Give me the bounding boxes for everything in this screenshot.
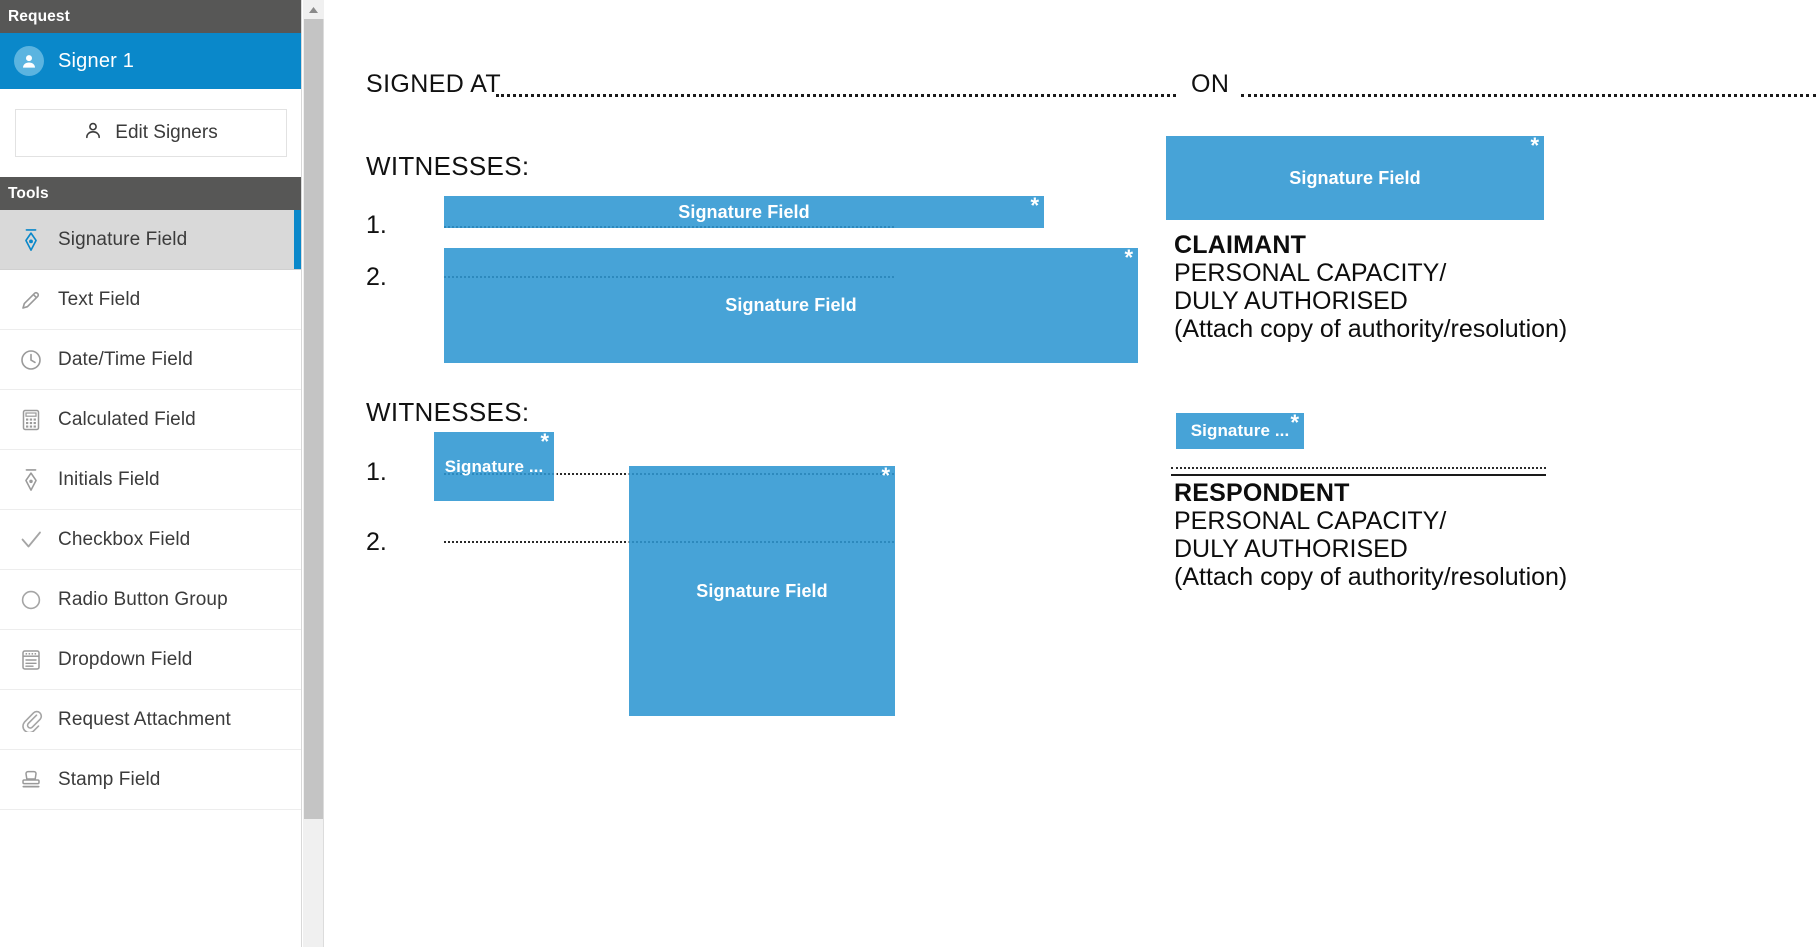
respondent-dotted-line	[1171, 467, 1546, 469]
on-label: ON	[1191, 70, 1230, 98]
tools-list: Signature Field Text Field	[0, 210, 301, 810]
signature-field-respondent[interactable]: Signature ... *	[1176, 413, 1304, 449]
signature-field-claimant[interactable]: Signature Field *	[1166, 136, 1544, 220]
witnesses-heading-2: WITNESSES:	[366, 397, 530, 427]
required-asterisk: *	[540, 432, 549, 454]
dropdown-list-icon	[16, 645, 46, 675]
required-asterisk: *	[1124, 248, 1133, 270]
tool-label: Dropdown Field	[58, 648, 193, 670]
signature-field-witness-2[interactable]: Signature Field *	[444, 248, 1138, 363]
signer-name-label: Signer 1	[58, 49, 135, 72]
clock-icon	[16, 345, 46, 375]
tool-label: Request Attachment	[58, 708, 231, 730]
tool-item-text-field[interactable]: Text Field	[0, 270, 301, 330]
tool-label: Radio Button Group	[58, 588, 228, 610]
signer-item-signer-1[interactable]: Signer 1	[0, 33, 301, 89]
tool-label: Date/Time Field	[58, 348, 193, 370]
witness-number-3: 1.	[366, 458, 387, 486]
witness-number-1: 1.	[366, 211, 387, 239]
calculator-icon	[16, 405, 46, 435]
required-asterisk: *	[881, 466, 890, 488]
signature-field-witness-4[interactable]: Signature Field *	[629, 466, 895, 716]
edit-signers-button[interactable]: Edit Signers	[14, 109, 287, 157]
checkmark-icon	[16, 525, 46, 555]
claimant-title: CLAIMANT	[1174, 231, 1307, 259]
tool-item-dropdown-field[interactable]: Dropdown Field	[0, 630, 301, 690]
witness-number-2: 2.	[366, 263, 387, 291]
user-avatar-icon	[14, 46, 44, 76]
request-header-label: Request	[8, 7, 70, 25]
signature-field-witness-3[interactable]: Signature ... *	[434, 432, 554, 501]
claimant-line-1: PERSONAL CAPACITY/	[1174, 259, 1447, 287]
stamp-icon	[16, 765, 46, 795]
document-viewer[interactable]: SIGNED AT ON WITNESSES: 1. 2. Signature …	[324, 0, 1818, 947]
claimant-line-2: DULY AUTHORISED	[1174, 287, 1408, 315]
signature-field-label: Signature ...	[1190, 421, 1290, 440]
sidebar-scrollbar-thumb[interactable]	[304, 19, 323, 819]
document-page: SIGNED AT ON WITNESSES: 1. 2. Signature …	[336, 18, 1818, 947]
respondent-signature-rule	[1171, 474, 1546, 476]
edit-signers-container: Edit Signers	[0, 89, 301, 177]
pencil-icon	[16, 285, 46, 315]
signature-field-label: Signature Field	[696, 580, 828, 601]
scroll-up-arrow-icon[interactable]	[303, 0, 324, 19]
tool-label: Stamp Field	[58, 768, 161, 790]
required-asterisk: *	[1030, 196, 1039, 218]
required-asterisk: *	[1290, 413, 1299, 435]
tool-label: Text Field	[58, 288, 141, 310]
request-panel-header: Request	[0, 0, 301, 33]
signature-pen-icon	[16, 225, 46, 255]
tool-label: Signature Field	[58, 228, 188, 250]
on-dotted-line	[1241, 94, 1816, 97]
paperclip-icon	[16, 705, 46, 735]
tool-item-radio-button-group[interactable]: Radio Button Group	[0, 570, 301, 630]
signature-field-witness-1[interactable]: Signature Field *	[444, 196, 1044, 228]
witnesses-heading-1: WITNESSES:	[366, 151, 530, 181]
tool-item-checkbox-field[interactable]: Checkbox Field	[0, 510, 301, 570]
required-asterisk: *	[1530, 136, 1539, 158]
edit-signers-label: Edit Signers	[115, 122, 218, 143]
respondent-line-1: PERSONAL CAPACITY/	[1174, 507, 1447, 535]
initials-pen-icon	[16, 465, 46, 495]
signature-field-label: Signature ...	[444, 456, 544, 476]
tool-label: Checkbox Field	[58, 528, 191, 550]
signature-field-label: Signature Field	[678, 201, 810, 222]
signature-field-label: Signature Field	[1289, 167, 1421, 188]
claimant-line-3: (Attach copy of authority/resolution)	[1174, 315, 1568, 343]
tools-panel-header: Tools	[0, 177, 301, 210]
radio-circle-icon	[16, 585, 46, 615]
tool-label: Initials Field	[58, 468, 160, 490]
signed-at-label: SIGNED AT	[366, 70, 502, 98]
respondent-title: RESPONDENT	[1174, 479, 1350, 507]
witness-number-4: 2.	[366, 528, 387, 556]
left-sidebar: Request Signer 1 Edit Signers	[0, 0, 302, 947]
signature-field-label: Signature Field	[725, 295, 857, 315]
tool-label: Calculated Field	[58, 408, 196, 430]
tool-item-signature-field[interactable]: Signature Field	[0, 210, 301, 270]
tool-item-stamp-field[interactable]: Stamp Field	[0, 750, 301, 810]
tool-item-initials-field[interactable]: Initials Field	[0, 450, 301, 510]
tools-header-label: Tools	[8, 184, 49, 202]
respondent-line-3: (Attach copy of authority/resolution)	[1174, 563, 1568, 591]
respondent-line-2: DULY AUTHORISED	[1174, 535, 1408, 563]
tool-item-request-attachment[interactable]: Request Attachment	[0, 690, 301, 750]
signed-at-dotted-line	[496, 94, 1176, 97]
tool-item-date-time-field[interactable]: Date/Time Field	[0, 330, 301, 390]
sidebar-scrollbar-track[interactable]	[303, 0, 324, 947]
tool-item-calculated-field[interactable]: Calculated Field	[0, 390, 301, 450]
user-icon	[83, 120, 103, 146]
